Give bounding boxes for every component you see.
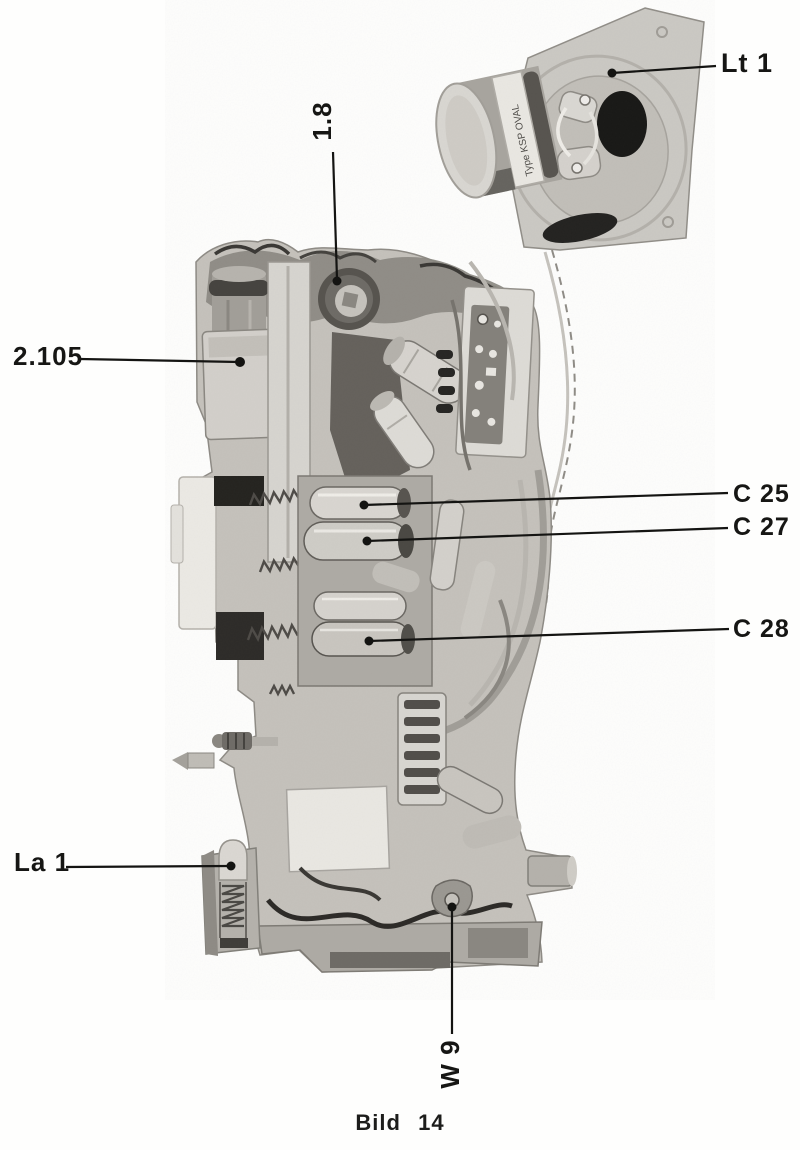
callout-label-la1: La 1 xyxy=(14,847,71,877)
leader-2105 xyxy=(79,357,240,364)
dot-lt1 xyxy=(607,68,617,78)
leader-18 xyxy=(331,151,339,280)
leader-c27 xyxy=(366,526,729,543)
callout-label-c27: C 27 xyxy=(733,513,790,541)
dot-2105 xyxy=(235,357,245,367)
callout-label-18: 1.8 xyxy=(307,101,337,141)
leader-lt1 xyxy=(611,64,717,75)
dot-c27 xyxy=(362,536,372,546)
callout-label-c25: C 25 xyxy=(733,480,790,508)
callout-label-w9: W 9 xyxy=(435,1039,465,1089)
leader-c28 xyxy=(368,627,730,643)
callout-label-c28: C 28 xyxy=(733,615,790,643)
dot-la1 xyxy=(226,861,236,871)
callout-label-lt1: Lt 1 xyxy=(721,48,774,78)
figure-caption: Bild 14 xyxy=(355,1110,445,1135)
dot-w9 xyxy=(447,902,457,912)
callout-label-2105: 2.105 xyxy=(13,341,84,371)
photo-grain xyxy=(165,0,715,1000)
dot-18 xyxy=(332,276,342,286)
leader-la1 xyxy=(65,864,230,869)
callout-leaders xyxy=(65,64,730,1034)
leader-c25 xyxy=(363,491,729,507)
dot-c25 xyxy=(359,500,369,510)
dot-c28 xyxy=(364,636,374,646)
